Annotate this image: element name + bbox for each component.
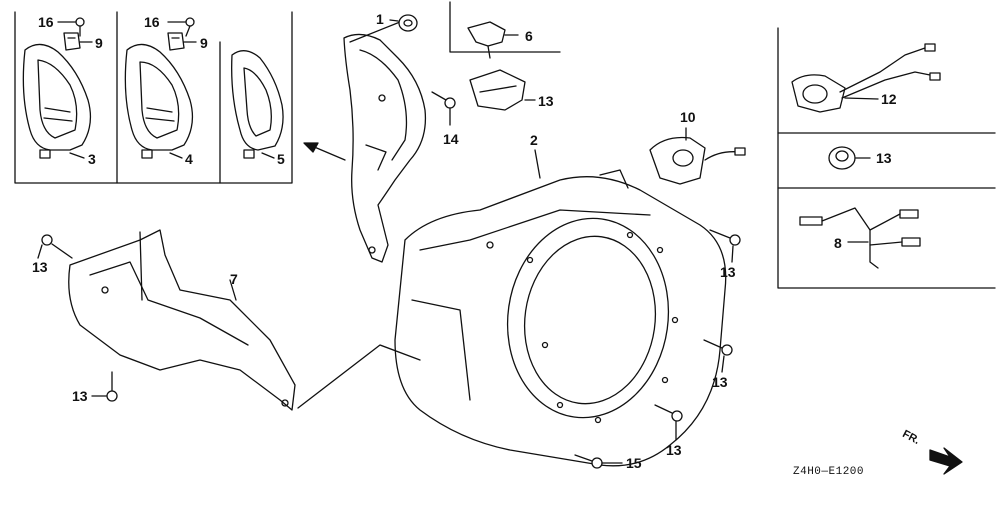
callout-11: 12 [881,91,897,107]
grommet-part-1 [390,15,417,31]
inset-box-covers [15,12,292,183]
cover-part-5 [232,51,283,158]
cover-part-4 [125,44,192,158]
callout-3: 3 [88,151,96,167]
bolt-part-16-a [58,18,84,36]
bolt-part-16-b [168,18,194,36]
callout-13-e: 13 [666,442,682,458]
guide-plate-part-7 [69,230,420,410]
callout-15: 13 [538,93,554,109]
bolt-part-13-d [704,340,732,372]
callout-9-a: 9 [95,35,103,51]
callout-10: 10 [680,109,696,125]
sensor-part-11 [792,44,940,112]
clip-part-6 [450,2,560,58]
diagram-code: Z4H0—E1200 [793,466,865,478]
callout-4: 4 [185,151,193,167]
switch-part-10 [650,128,745,184]
callout-13-c: 13 [720,264,736,280]
callout-13-d: 13 [712,374,728,390]
callout-13-b: 13 [72,388,88,404]
callout-6: 6 [525,28,533,44]
grommet-part-12 [829,147,870,169]
clamp-part-15 [470,70,535,110]
callout-16-b: 16 [144,14,160,30]
bolt-part-13-b [92,372,117,401]
inset-box-sensors [778,28,995,288]
callout-9-b: 9 [200,35,208,51]
callout-12: 13 [876,150,892,166]
callout-2: 2 [530,132,538,148]
front-direction-arrow [930,448,962,474]
callout-8: 8 [834,235,842,251]
reference-arrow [304,143,345,160]
shroud-bracket [344,20,425,262]
clip-part-9-a [64,33,92,50]
callout-13-a: 13 [32,259,48,275]
bolt-part-13-c [710,230,740,262]
bolt-part-13-f [575,455,622,468]
harness-part-8 [800,208,920,268]
fan-cover-part-2 [395,150,726,466]
callout-7: 7 [230,271,238,287]
bolt-part-13-a [38,235,72,258]
bolt-part-13-e [655,405,682,440]
callout-5: 5 [277,151,285,167]
clip-part-9-b [168,33,196,50]
callout-16-a: 16 [38,14,54,30]
callout-14: 14 [443,131,459,147]
callout-13-f: 15 [626,455,642,471]
cover-part-3 [23,44,90,158]
bolt-part-14 [432,92,455,125]
callout-1: 1 [376,11,384,27]
